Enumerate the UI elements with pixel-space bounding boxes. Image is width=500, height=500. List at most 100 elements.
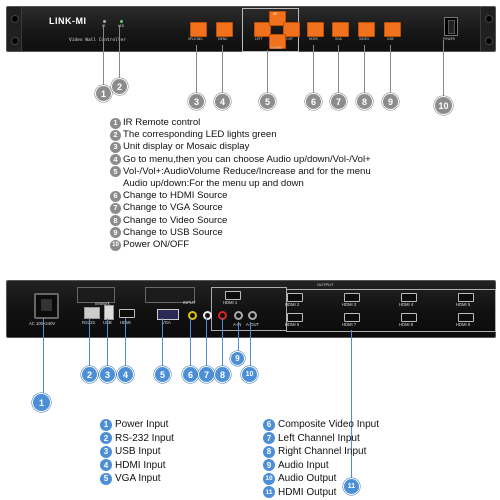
- ir-sensor: [103, 20, 106, 23]
- leader-line: [103, 25, 104, 87]
- leader-line: [89, 318, 90, 368]
- audio-in-jack[interactable]: [234, 311, 243, 320]
- rear-callout-7: 7: [198, 366, 215, 383]
- right-button-label: RIGHT: [283, 37, 293, 41]
- vga-input-port[interactable]: [157, 309, 179, 320]
- legend-number: 11: [263, 486, 275, 499]
- legend-number: 9: [110, 227, 121, 239]
- splicing-button-label: SPLICING: [188, 37, 203, 41]
- legend-number: 4: [100, 459, 112, 472]
- leader-line: [364, 45, 365, 95]
- usb-button-label: USB: [387, 37, 394, 41]
- legend-text: Power ON/OFF: [123, 239, 190, 251]
- legend-text: Power Input: [115, 419, 169, 430]
- hdmi-output-port[interactable]: [287, 293, 303, 302]
- composite-video-jack[interactable]: [188, 311, 197, 320]
- legend-number: 3: [110, 142, 121, 153]
- audio-out-jack[interactable]: [248, 311, 257, 320]
- up-button-label: UP: [273, 12, 278, 16]
- hdmi-source-button[interactable]: [307, 22, 324, 37]
- power-label: POWER: [443, 37, 455, 41]
- usb-port[interactable]: [104, 305, 114, 320]
- hdmi-output-port[interactable]: [401, 293, 417, 302]
- callout-2: 2: [111, 78, 128, 95]
- led-label: LED: [118, 24, 125, 28]
- down-button[interactable]: [269, 34, 286, 49]
- legend-text: Unit display or Mosaic display: [123, 141, 250, 153]
- hdmi-output-port[interactable]: [287, 313, 303, 322]
- legend-number: 6: [110, 190, 121, 202]
- rear-panel: AC 100~240V network RS232 USB HDMI INPUT…: [6, 280, 496, 338]
- hdmi-output-port[interactable]: [458, 313, 474, 322]
- legend-text: USB Input: [115, 446, 161, 457]
- splicing-button[interactable]: [190, 22, 207, 37]
- legend-number: 9: [263, 459, 275, 472]
- hdmi-output-label: HDMI 3: [342, 302, 357, 307]
- hdmi-output-label: HDMI 2: [285, 302, 300, 307]
- hdmi-output-port[interactable]: [401, 313, 417, 322]
- rs232-label: RS232: [82, 320, 95, 325]
- legend-number: 10: [263, 472, 275, 485]
- legend-text: Change to HDMI Source: [123, 190, 228, 202]
- power-switch[interactable]: [444, 17, 458, 36]
- legend-number: 5: [110, 166, 121, 178]
- leader-line: [338, 45, 339, 95]
- leader-line: [119, 25, 120, 80]
- rear-callout-10: 10: [241, 366, 258, 383]
- rear-callout-2: 2: [81, 366, 98, 383]
- menu-button-label: MENU: [218, 37, 228, 41]
- hdmi-output-port[interactable]: [225, 291, 241, 300]
- legend-text: Left Channel Input: [278, 432, 360, 444]
- front-panel: LINK-MI Video Wall Controller IR LED SPL…: [6, 6, 496, 52]
- vga-source-button[interactable]: [332, 22, 349, 37]
- leader-line: [107, 318, 108, 368]
- ac-power-socket[interactable]: [34, 293, 59, 319]
- left-audio-jack[interactable]: [203, 311, 212, 320]
- hdmi-output-port[interactable]: [344, 293, 360, 302]
- rear-callout-5: 5: [154, 366, 171, 383]
- legend-text: RS-232 Input: [115, 432, 174, 444]
- legend-number: 3: [100, 445, 112, 458]
- hdmi-output-port[interactable]: [344, 313, 360, 322]
- legend-text: Change to VGA Source: [123, 202, 223, 214]
- audio-out-label: A-OUT: [246, 322, 260, 327]
- leader-line: [222, 318, 223, 368]
- hdmi-output-port[interactable]: [458, 293, 474, 302]
- expansion-slot: [145, 287, 195, 303]
- legend-text: Vol-/Vol+:AudioVolume Reduce/Increase an…: [123, 165, 371, 177]
- left-button[interactable]: [254, 22, 271, 37]
- usb-source-button[interactable]: [384, 22, 401, 37]
- right-button[interactable]: [283, 22, 300, 37]
- rs232-port[interactable]: [84, 307, 100, 319]
- legend-text: HDMI Output: [278, 486, 337, 498]
- legend-text: VGA Input: [115, 473, 161, 484]
- leader-line: [250, 322, 251, 368]
- hdmi-output-label: HDMI 4: [399, 302, 414, 307]
- input-label: INPUT: [183, 300, 196, 305]
- legend-number: 8: [110, 215, 121, 227]
- leader-line: [190, 318, 191, 368]
- network-label: network: [95, 301, 110, 306]
- legend-text: IR Remote control: [123, 117, 201, 128]
- rear-callout-8: 8: [214, 366, 231, 383]
- video-source-button[interactable]: [358, 22, 375, 37]
- menu-button[interactable]: [216, 22, 233, 37]
- legend-text: Right Channel Input: [278, 446, 367, 457]
- hdmi-output-label: HDMI 5: [456, 302, 471, 307]
- hdmi-input-port[interactable]: [119, 309, 135, 318]
- leader-line: [390, 45, 391, 95]
- callout-10: 10: [434, 96, 453, 115]
- leader-line: [351, 330, 352, 480]
- vga-button-label: VGA: [335, 37, 342, 41]
- up-button[interactable]: [269, 11, 286, 26]
